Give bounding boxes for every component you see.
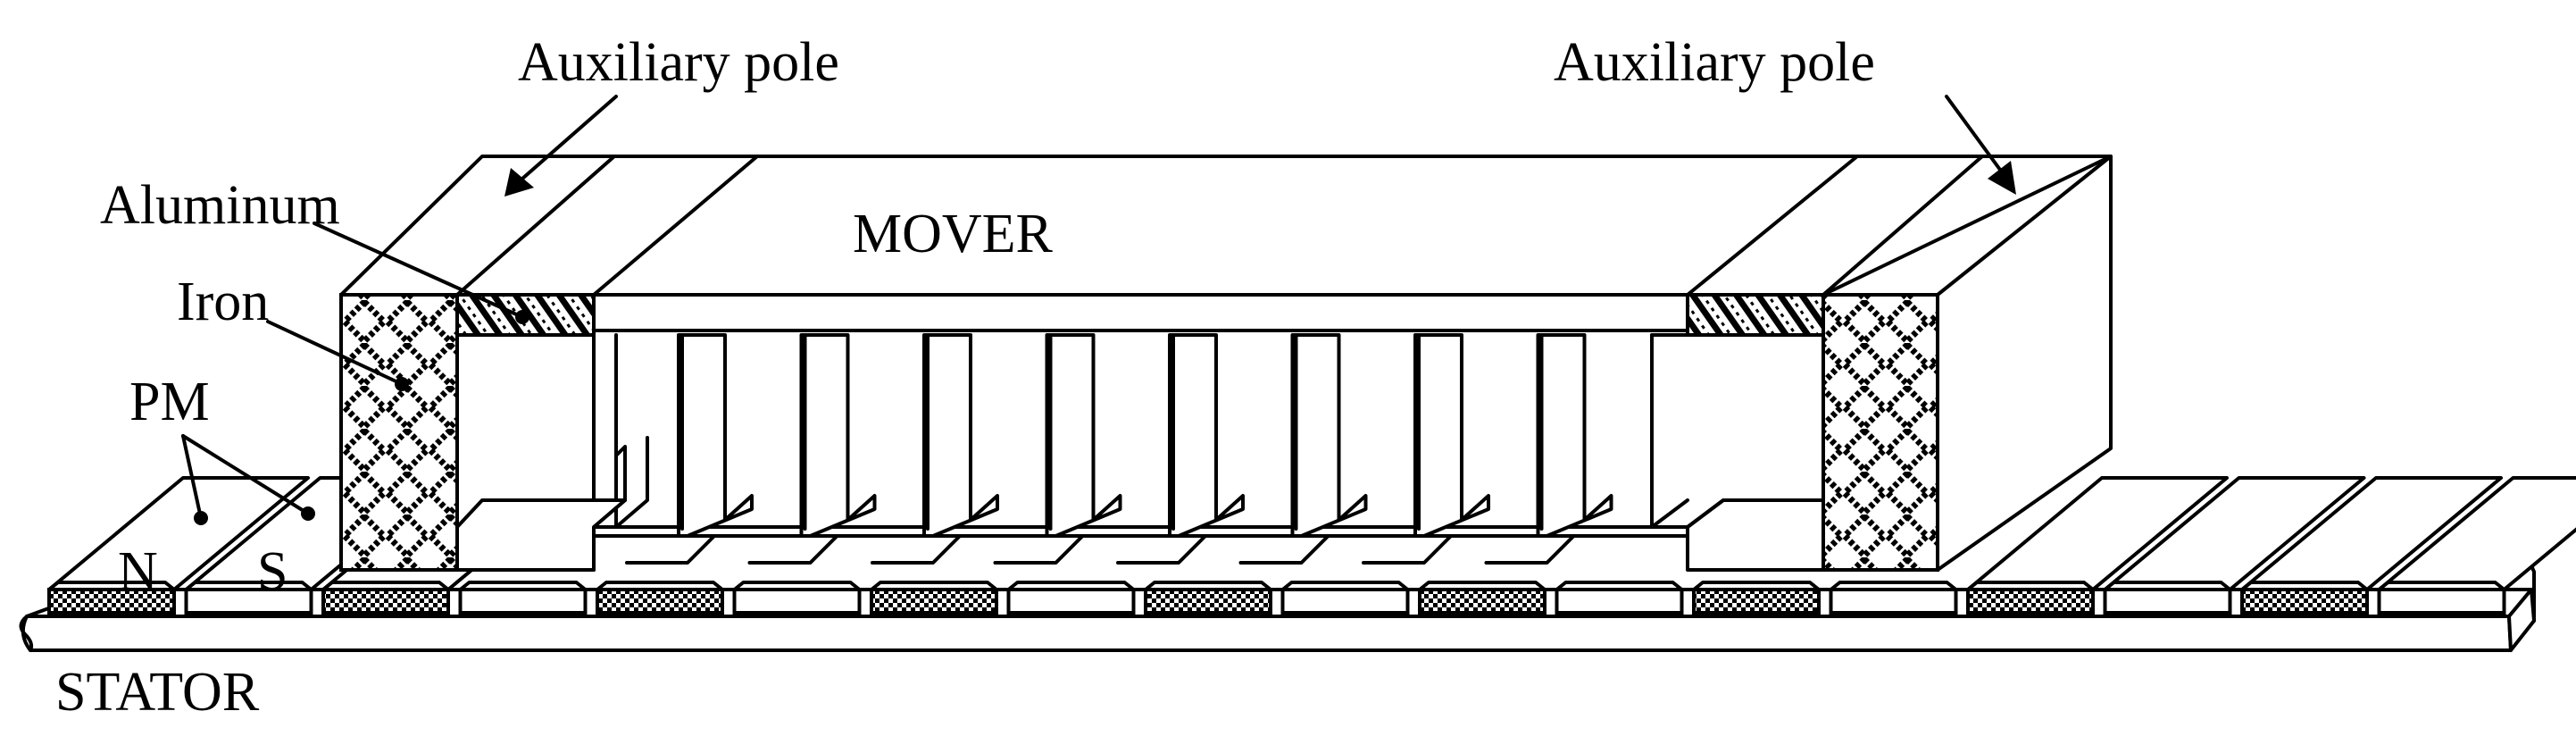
label-mover: MOVER [853,204,1054,264]
pm-bar [2240,588,2369,615]
iron-bar [1280,588,1410,615]
stator-bar-edge [1966,581,2095,591]
end-slot-left [614,333,649,529]
pm-bar [1144,588,1272,615]
aluminum-right [1686,293,1825,337]
stator-bar-edge [732,581,862,591]
mover-back-body [592,329,1689,529]
iron-bar [458,588,588,615]
label-iron: Iron [177,272,269,332]
stator-bar-edge [458,581,588,591]
stator-bar-edge [1144,581,1272,591]
pm-bar [1418,588,1546,615]
mover-tooth-slot [1168,333,1245,538]
mover-teeth [614,333,1825,565]
mover-front-face [455,293,1689,332]
aux-pole-right-arrowhead [1988,161,2016,195]
mover-tooth-foot [1362,534,1453,565]
front-groove-left [614,445,627,502]
stator-bar-edge [2240,581,2369,591]
mover-tooth-foot [1116,534,1207,565]
iron-dot [395,377,409,391]
pm-dot-n [194,511,208,525]
pm-bar [596,588,724,615]
mover-tooth-foot [625,534,716,565]
callouts [181,95,2016,525]
stator-bar-edge [596,581,724,591]
end-slot-right [1650,333,1689,529]
mover-tooth-foot [1238,534,1330,565]
iron-bar [1555,588,1684,615]
right-chamfer [1686,498,1825,529]
pm-bar [321,588,450,615]
mover-tooth-slot [799,333,877,538]
stator-bar-edge [1006,581,1136,591]
aluminum-dot [515,310,529,324]
mover-lower-faces [455,445,627,572]
aux-pole-left-arrow-line [521,95,618,180]
mover-tooth-slot [1045,333,1122,538]
stator-break-left [19,615,34,652]
labels: Auxiliary pole Auxiliary pole Aluminum I… [55,32,1875,723]
stator-bar-edge [1829,581,1958,591]
iron-bar [1006,588,1136,615]
stator-bar-edge [184,581,313,591]
mover-tooth-foot [871,534,962,565]
iron-right [1822,293,1939,572]
label-south: S [257,541,288,602]
aux-pole-left-arrowhead [504,168,534,197]
stator-bar-edge [1555,581,1684,591]
stator-bar-edge [870,581,998,591]
stator-bar-edge [1280,581,1410,591]
iron-bar [184,588,313,615]
label-aluminum: Aluminum [100,175,340,236]
iron-bar [1829,588,1958,615]
mover-tooth-slot [677,333,754,538]
stator-bar-edge [2377,581,2506,591]
iron-left [339,293,459,572]
mover-tooth-slot [922,333,999,538]
mover-tooth-slot [1290,333,1368,538]
label-aux-pole-right: Auxiliary pole [1554,32,1875,93]
pm-bar [1966,588,2095,615]
stator-bar-edge [1692,581,1821,591]
stator-bar-edge [47,581,176,591]
stator-plate-front [21,615,2513,652]
aluminum-leader [313,222,524,319]
mover-tooth-foot [747,534,839,565]
stator-bar-edge [2103,581,2232,591]
pm-leader-s [181,434,310,515]
pm-bar [870,588,998,615]
top-divider-1 [455,155,616,297]
iron-bar [2103,588,2232,615]
stator-bar-edge [1418,581,1546,591]
mover-tooth-foot [993,534,1085,565]
top-divider-2 [592,155,759,297]
aux-pole-right-arrow-line [1945,95,2002,172]
pm-dot-s [301,506,315,521]
iron-leader [266,320,404,386]
pm-bar [47,588,176,615]
top-divider-3 [1686,155,1859,297]
mover-tooth-foot [1484,534,1576,565]
label-pm: PM [129,372,210,432]
label-stator: STATOR [55,662,260,723]
mover-tooth-slot [1536,333,1613,538]
stator-bar-edge [321,581,450,591]
pm-bar [1692,588,1821,615]
iron-bar [732,588,862,615]
pm-leader-n [181,434,203,520]
iron-bar [2377,588,2506,615]
top-divider-4 [1822,155,1984,297]
label-north: N [118,541,158,602]
mover-tooth-slot [1413,333,1490,538]
label-aux-pole-left: Auxiliary pole [518,32,839,93]
